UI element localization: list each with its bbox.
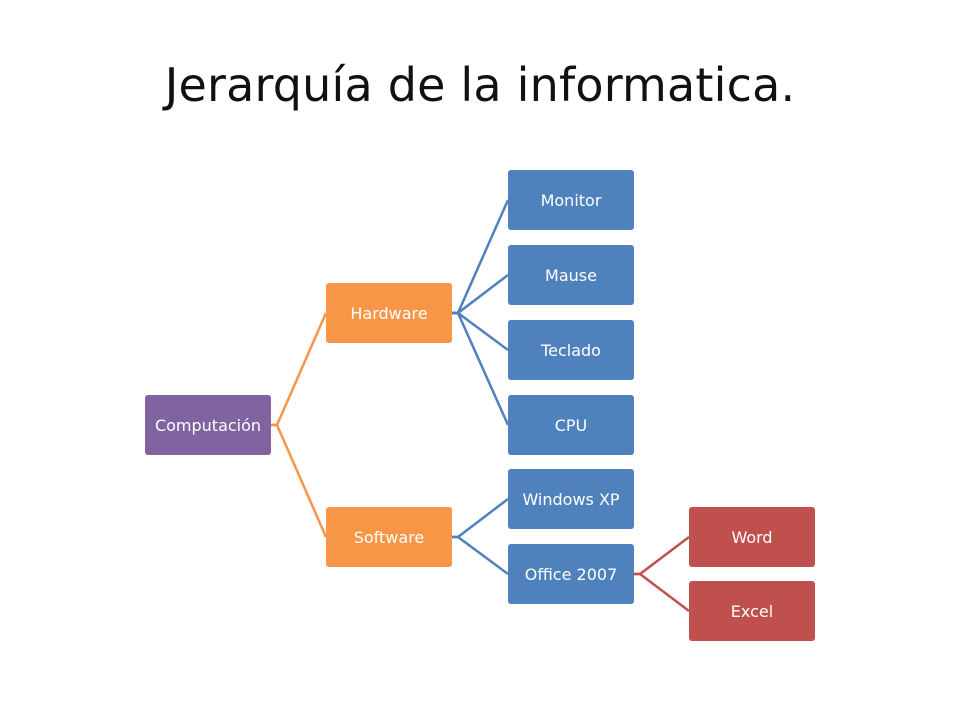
- node-windows-xp: Windows XP: [508, 469, 634, 529]
- connector-office-excel: [634, 572, 690, 612]
- node-label: Windows XP: [522, 489, 620, 509]
- connector-office-word: [634, 536, 690, 576]
- node-label: Software: [353, 527, 425, 547]
- node-label: Teclado: [541, 340, 601, 360]
- node-label: Computación: [154, 415, 262, 435]
- node-label: Word: [731, 527, 773, 547]
- connector-root-hw: [271, 312, 328, 427]
- connector-sw-winxp: [452, 498, 509, 539]
- node-software: Software: [326, 507, 452, 567]
- node-hardware: Hardware: [326, 283, 452, 343]
- node-label: Mause: [545, 265, 597, 285]
- node-mause: Mause: [508, 245, 634, 305]
- node-label: Monitor: [540, 190, 602, 210]
- node-office-2007: Office 2007: [508, 544, 634, 604]
- node-monitor: Monitor: [508, 170, 634, 230]
- node-label: Excel: [730, 601, 774, 621]
- node-teclado: Teclado: [508, 320, 634, 380]
- node-computacion: Computación: [145, 395, 271, 455]
- node-label: Hardware: [350, 303, 428, 323]
- node-label: Office 2007: [524, 564, 618, 584]
- connector-sw-office: [452, 535, 509, 576]
- connector-root-sw: [271, 423, 328, 538]
- node-label: CPU: [554, 415, 588, 435]
- connector-hw-cpu: [452, 311, 510, 426]
- node-word: Word: [689, 507, 815, 567]
- node-cpu: CPU: [508, 395, 634, 455]
- node-excel: Excel: [689, 581, 815, 641]
- slide-title: Jerarquía de la informatica.: [164, 58, 796, 112]
